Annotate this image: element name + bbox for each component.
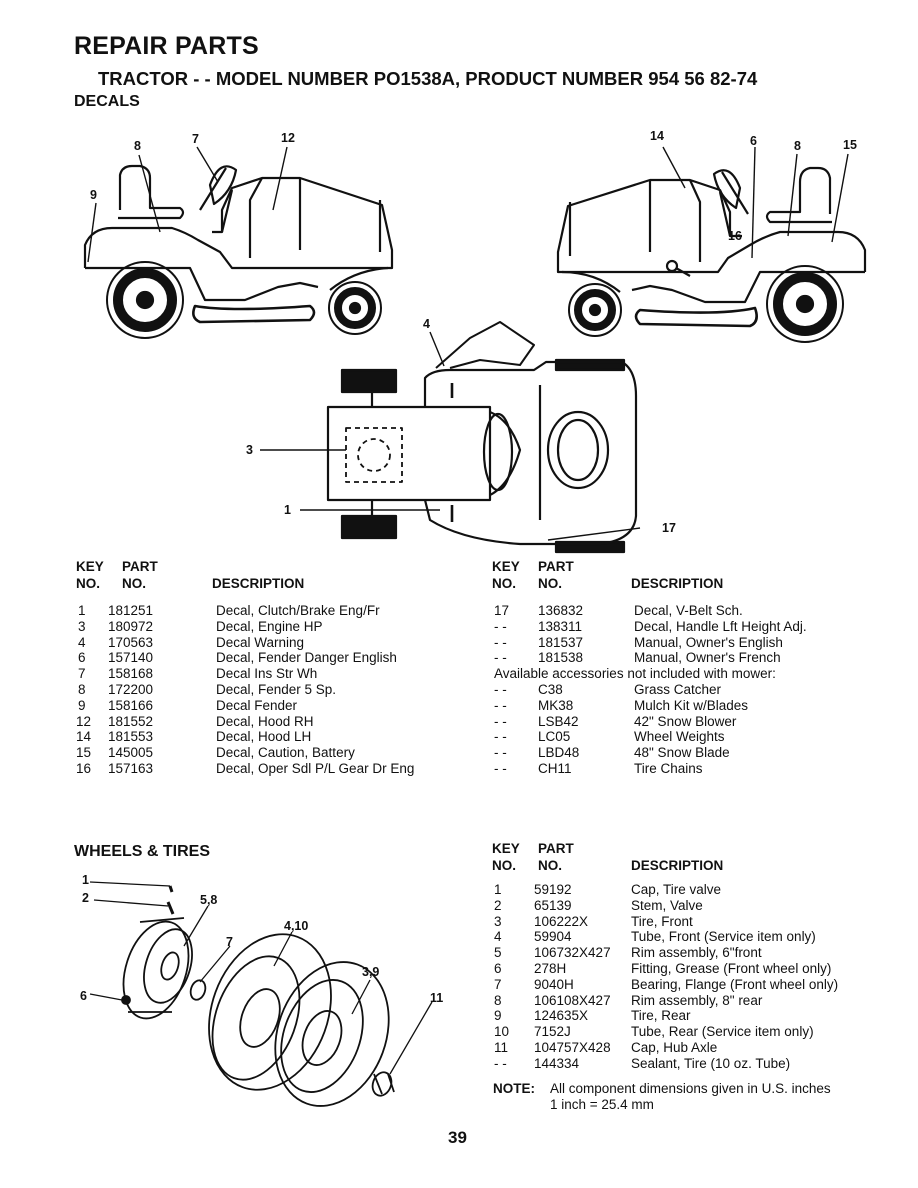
page-number: 39	[448, 1128, 467, 1147]
wheels-callout-4-10: 4,10	[284, 919, 308, 933]
col-header-description: DESCRIPTION	[212, 576, 305, 591]
callout-4: 4	[423, 317, 430, 331]
tractor-top-view	[326, 321, 638, 554]
note-label: NOTE:	[493, 1081, 535, 1096]
callout-7: 7	[192, 132, 199, 146]
wheels-callout-7: 7	[226, 935, 233, 949]
col-header-description-right: DESCRIPTION	[631, 576, 724, 591]
callout-8-left: 8	[134, 139, 141, 153]
tractor-decals-diagram: 8 7 12 9 14 6 8 15 16 4 3 1 17	[83, 129, 867, 554]
wheels-callout-3-9: 3,9	[362, 965, 379, 979]
page-subtitle: TRACTOR - - MODEL NUMBER PO1538A, PRODUC…	[98, 68, 758, 89]
section-heading-wheels: WHEELS & TIRES	[74, 843, 211, 860]
note-line-1: All component dimensions given in U.S. i…	[550, 1081, 831, 1096]
section-heading-decals: DECALS	[74, 93, 140, 110]
wheels-col-header-description: DESCRIPTION	[631, 858, 724, 873]
accessories-note: Available accessories not included with …	[494, 666, 776, 682]
callout-16: 16	[728, 229, 742, 243]
callout-9: 9	[90, 188, 97, 202]
page-title: REPAIR PARTS	[74, 32, 259, 60]
callout-1: 1	[284, 503, 291, 517]
wheels-callout-5-8: 5,8	[200, 893, 217, 907]
callout-15: 15	[843, 138, 857, 152]
callout-12: 12	[281, 131, 295, 145]
callout-8-right: 8	[794, 139, 801, 153]
wheels-callout-6: 6	[80, 989, 87, 1003]
wheels-callout-1: 1	[82, 873, 89, 887]
callout-3: 3	[246, 443, 253, 457]
tractor-left-side-view	[83, 164, 394, 339]
callout-17: 17	[662, 521, 676, 535]
tractor-right-side-view	[556, 166, 867, 343]
note-line-2: 1 inch = 25.4 mm	[550, 1097, 654, 1112]
wheels-tires-diagram: 1 2 5,8 7 4,10 3,9 11 6	[80, 873, 443, 1107]
wheels-callout-11: 11	[430, 991, 443, 1005]
callout-14: 14	[650, 129, 664, 143]
wheels-callout-2: 2	[82, 891, 89, 905]
callout-6: 6	[750, 134, 757, 148]
